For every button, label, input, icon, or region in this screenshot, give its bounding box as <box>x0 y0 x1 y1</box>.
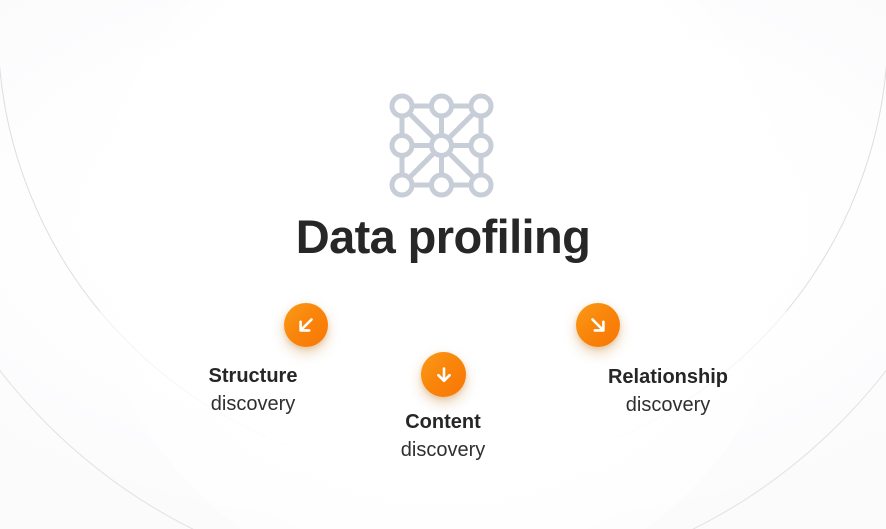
content-label: Content discovery <box>343 409 543 465</box>
relationship-badge[interactable] <box>576 303 620 347</box>
arrow-down-left-icon <box>299 318 313 332</box>
network-graph-icon <box>389 93 494 198</box>
structure-badge[interactable] <box>284 303 328 347</box>
structure-title: Structure <box>208 365 298 387</box>
relationship-subtitle: discovery <box>625 394 711 416</box>
structure-subtitle: discovery <box>210 393 296 415</box>
content-title: Content <box>405 411 481 433</box>
content-badge[interactable] <box>421 352 466 397</box>
structure-label: Structure discovery <box>153 363 353 419</box>
arrow-down-icon <box>436 366 451 382</box>
content-subtitle: discovery <box>400 439 486 461</box>
page-title: Data profiling <box>295 210 591 263</box>
relationship-label: Relationship discovery <box>558 364 778 420</box>
arrow-down-right-icon <box>591 318 605 332</box>
relationship-title: Relationship <box>607 366 728 388</box>
